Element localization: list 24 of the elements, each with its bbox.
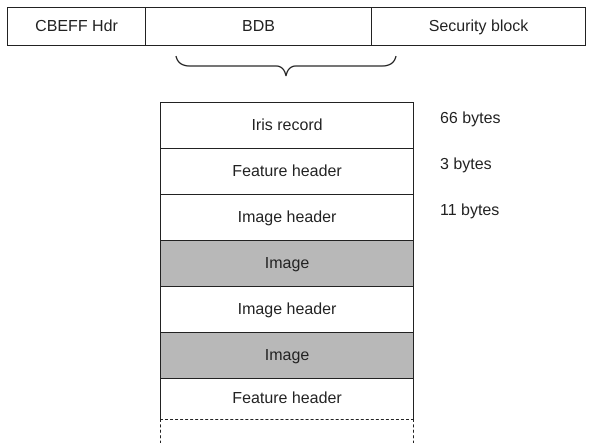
record-field <box>160 286 414 333</box>
header-cell <box>7 7 146 46</box>
data-block-cell <box>145 7 372 46</box>
size-label: 11 bytes <box>440 202 500 220</box>
field-label: Iris record <box>251 116 323 134</box>
record-field <box>160 240 414 287</box>
size-label: 66 bytes <box>440 110 500 128</box>
field-label: Feature header <box>232 162 342 180</box>
record-field <box>160 332 414 379</box>
field-label: BDB <box>242 18 275 36</box>
record-field <box>160 102 414 149</box>
security-block-cell <box>371 7 586 46</box>
size-label: 3 bytes <box>440 156 492 174</box>
continuation-field <box>160 419 414 443</box>
field-label: Feature header <box>232 390 342 408</box>
field-label: Image <box>264 346 310 364</box>
record-field <box>160 148 414 195</box>
field-label: Image header <box>238 208 336 226</box>
record-field <box>160 194 414 241</box>
field-label: Security block <box>428 18 528 36</box>
field-label: Image <box>264 254 310 272</box>
field-label: CBEFF Hdr <box>35 18 118 36</box>
record-field <box>160 378 414 420</box>
field-label: Image header <box>238 300 336 318</box>
